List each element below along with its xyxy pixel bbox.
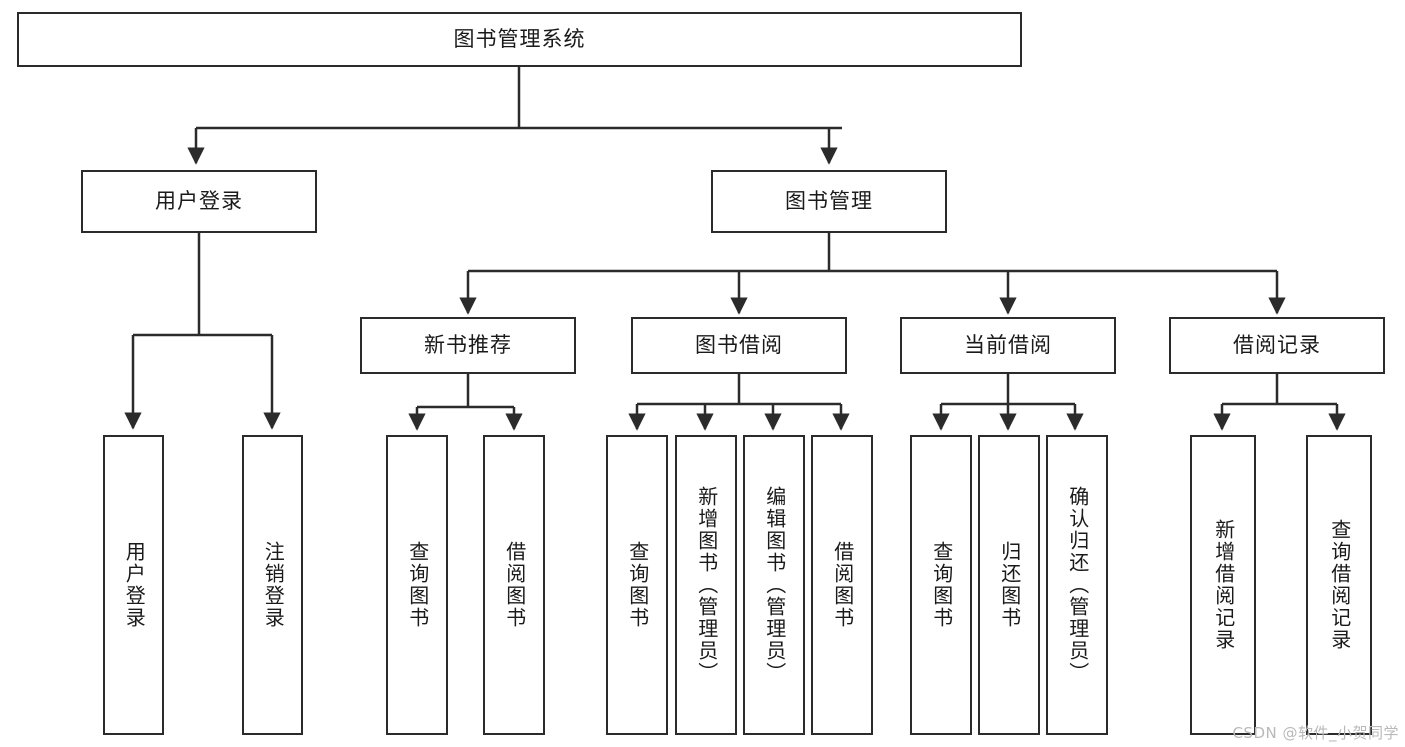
- connector-newbook-to-leaves: [408, 374, 523, 431]
- leaf-newbook-borrow-book[interactable]: 借阅图书: [483, 435, 545, 735]
- node-current-borrow-label: 当前借阅: [964, 332, 1052, 357]
- leaf-user-login-signin-label: 用户登录: [122, 541, 147, 629]
- connector-userlogin-to-leaves: [124, 233, 281, 430]
- leaf-user-login-signout-label: 注销登录: [261, 541, 286, 629]
- node-new-book-recommend-label: 新书推荐: [424, 332, 512, 357]
- leaf-borrow-borrow-book[interactable]: 借阅图书: [811, 435, 873, 735]
- node-borrow-record-label: 借阅记录: [1233, 332, 1321, 357]
- connector-borrow-to-leaves: [628, 374, 850, 431]
- leaf-newbook-query-book[interactable]: 查询图书: [386, 435, 448, 735]
- leaf-borrow-edit-book-admin-label: 编辑图书（管理员）: [762, 486, 787, 684]
- leaf-borrow-add-book-admin-label: 新增图书（管理员）: [694, 486, 719, 684]
- leaf-newbook-borrow-book-label: 借阅图书: [502, 541, 527, 629]
- leaf-current-return-book-label: 归还图书: [997, 541, 1022, 629]
- leaf-current-confirm-return-admin-label: 确认归还（管理员）: [1065, 486, 1090, 684]
- leaf-record-add-record-label: 新增借阅记录: [1211, 519, 1236, 651]
- node-book-borrow-label: 图书借阅: [695, 332, 783, 357]
- leaf-newbook-query-book-label: 查询图书: [405, 541, 430, 629]
- leaf-borrow-query-book[interactable]: 查询图书: [606, 435, 668, 735]
- leaf-current-query-book[interactable]: 查询图书: [910, 435, 972, 735]
- node-user-login-label: 用户登录: [155, 188, 243, 213]
- node-root-book-management-system[interactable]: 图书管理系统: [17, 12, 1022, 67]
- connector-record-to-leaves: [1213, 374, 1346, 431]
- node-borrow-record[interactable]: 借阅记录: [1169, 317, 1385, 374]
- csdn-watermark: CSDN @软件_小贺同学: [1232, 724, 1399, 742]
- leaf-borrow-edit-book-admin[interactable]: 编辑图书（管理员）: [743, 435, 805, 735]
- node-root-label: 图书管理系统: [453, 26, 586, 51]
- leaf-user-login-signout[interactable]: 注销登录: [242, 435, 303, 735]
- node-new-book-recommend[interactable]: 新书推荐: [360, 317, 576, 374]
- leaf-user-login-signin[interactable]: 用户登录: [103, 435, 164, 735]
- connector-current-to-leaves: [932, 374, 1084, 431]
- leaf-borrow-add-book-admin[interactable]: 新增图书（管理员）: [675, 435, 737, 735]
- leaf-current-confirm-return-admin[interactable]: 确认归还（管理员）: [1046, 435, 1108, 735]
- connector-root-to-level2: [187, 67, 842, 165]
- leaf-current-return-book[interactable]: 归还图书: [978, 435, 1040, 735]
- node-book-borrow[interactable]: 图书借阅: [631, 317, 847, 374]
- leaf-record-query-record-label: 查询借阅记录: [1327, 519, 1352, 651]
- node-book-management[interactable]: 图书管理: [711, 170, 947, 233]
- leaf-record-add-record[interactable]: 新增借阅记录: [1190, 435, 1256, 735]
- leaf-borrow-query-book-label: 查询图书: [625, 541, 650, 629]
- node-book-management-label: 图书管理: [785, 188, 873, 213]
- leaf-current-query-book-label: 查询图书: [929, 541, 954, 629]
- node-user-login[interactable]: 用户登录: [81, 170, 317, 233]
- node-current-borrow[interactable]: 当前借阅: [900, 317, 1116, 374]
- connector-bookmgmt-to-level3: [459, 233, 1286, 315]
- leaf-borrow-borrow-book-label: 借阅图书: [830, 541, 855, 629]
- leaf-record-query-record[interactable]: 查询借阅记录: [1306, 435, 1372, 735]
